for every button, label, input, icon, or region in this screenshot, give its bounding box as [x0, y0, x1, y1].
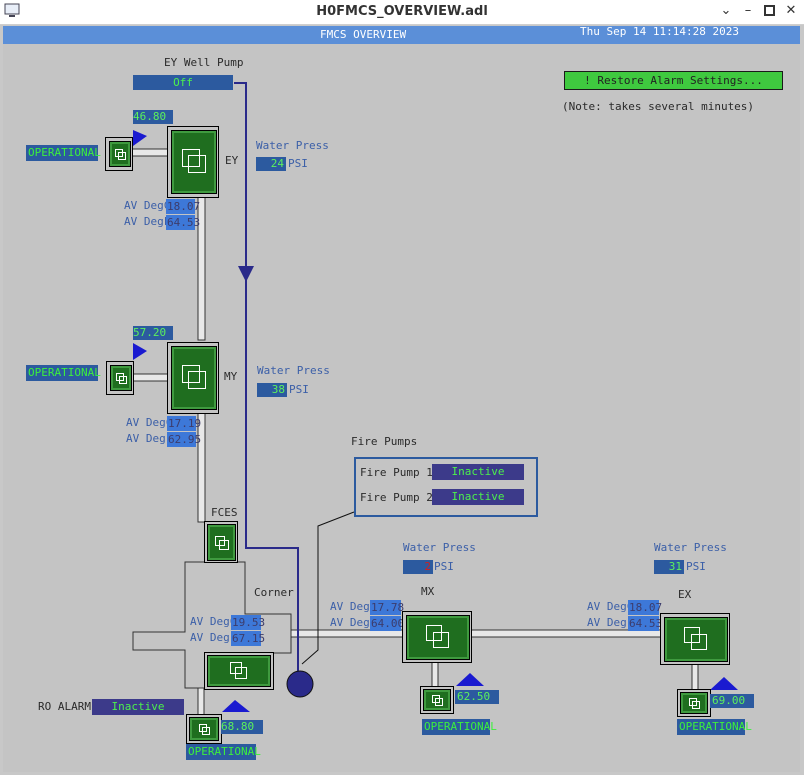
ey-label: EY [225, 154, 239, 167]
corner-degf: 67.15 [231, 631, 266, 646]
ex-water-press-label: Water Press [654, 541, 727, 554]
corner-degf-label: AV DegF [190, 631, 237, 644]
ey-main-unit[interactable] [171, 130, 217, 194]
mx-degf: 64.00 [370, 616, 405, 631]
mx-water-press-label: Water Press [403, 541, 476, 554]
ey-water-press-unit: PSI [288, 157, 308, 170]
window-title: H0FMCS_OVERVIEW.adl [316, 4, 488, 19]
mx-status: OPERATIONAL [422, 719, 497, 735]
ey-status: OPERATIONAL [26, 145, 101, 161]
corner-label: Corner [254, 586, 294, 599]
corner-main-unit[interactable] [207, 655, 271, 687]
my-main-unit[interactable] [171, 346, 217, 410]
minimize-icon[interactable]: – [744, 3, 752, 18]
my-degf: 62.95 [167, 432, 202, 447]
my-label: MY [224, 370, 238, 383]
fces-label: FCES [211, 506, 238, 519]
corner-degc: 19.53 [231, 615, 266, 630]
close-icon[interactable]: ✕ [785, 3, 797, 18]
ex-water-press-unit: PSI [686, 560, 706, 573]
mx-main-unit[interactable] [406, 615, 470, 660]
ey-water-press: 24 [256, 157, 286, 171]
mx-setpoint: 62.50 [455, 690, 499, 704]
corner-setpoint: 68.80 [221, 720, 263, 734]
mx-degf-label: AV DegF [330, 616, 377, 629]
ey-degf-label: AV DegF [124, 215, 171, 228]
ro-alarm-label: RO ALARM [38, 700, 91, 713]
banner-title: FMCS OVERVIEW [320, 28, 407, 41]
my-water-press-unit: PSI [289, 383, 309, 396]
mx-water-press-unit: PSI [434, 560, 454, 573]
banner-timestamp: Thu Sep 14 11:14:28 2023 [580, 25, 739, 38]
maximize-icon[interactable] [762, 3, 778, 19]
my-status: OPERATIONAL [26, 365, 101, 381]
ex-degf: 64.53 [628, 616, 663, 631]
ex-degf-label: AV DegF [587, 616, 634, 629]
ey-degf: 64.53 [166, 215, 201, 230]
ey-degc-label: AV DegC [124, 199, 171, 212]
fire-pump-1-label: Fire Pump 1 [360, 466, 433, 479]
header-banner [3, 26, 800, 44]
ex-small-unit-inner[interactable] [680, 692, 708, 714]
ey-well-pump-label: EY Well Pump [164, 56, 244, 69]
window-titlebar [0, 0, 804, 25]
ex-status: OPERATIONAL [677, 719, 752, 735]
fire-pump-2-label: Fire Pump 2 [360, 491, 433, 504]
restore-alarm-button[interactable]: ! Restore Alarm Settings... [564, 71, 783, 90]
ey-setpoint: 46.80 [133, 110, 173, 124]
fire-pump-1-status: Inactive [432, 464, 524, 480]
my-degc: 17.19 [167, 416, 202, 431]
ey-water-press-label: Water Press [256, 139, 329, 152]
ey-well-pump-status: Off [133, 75, 233, 90]
ro-alarm-status: Inactive [92, 699, 184, 715]
ex-main-unit[interactable] [664, 617, 728, 662]
mx-label: MX [421, 585, 435, 598]
fire-pumps-title: Fire Pumps [351, 435, 418, 448]
corner-small-unit-inner[interactable] [189, 717, 219, 741]
ex-degc: 18.07 [628, 600, 663, 615]
my-small-unit-inner[interactable] [110, 365, 132, 391]
mx-small-unit-inner[interactable] [423, 689, 451, 711]
mx-degc: 17.78 [370, 600, 405, 615]
mx-degc-label: AV DegC [330, 600, 377, 613]
my-water-press: 38 [257, 383, 287, 397]
corner-degc-label: AV DegC [190, 615, 237, 628]
corner-status: OPERATIONAL [186, 744, 261, 760]
my-setpoint: 57.20 [133, 326, 173, 340]
fire-pump-2-status: Inactive [432, 489, 524, 505]
fces-unit[interactable] [207, 524, 236, 561]
app-icon [4, 3, 20, 17]
restore-note: (Note: takes several minutes) [562, 100, 755, 113]
ey-small-unit-inner[interactable] [109, 141, 131, 167]
my-water-press-label: Water Press [257, 364, 330, 377]
my-degf-label: AV DegF [126, 432, 173, 445]
ex-degc-label: AV DegC [587, 600, 634, 613]
ex-water-press: 31 [654, 560, 684, 574]
mx-water-press: 2 [403, 560, 433, 574]
ey-degc: 18.07 [166, 199, 201, 214]
fire-pumps-panel [354, 457, 538, 517]
ex-label: EX [678, 588, 692, 601]
my-degc-label: AV DegC [126, 416, 173, 429]
chevron-down-icon[interactable]: ⌄ [720, 3, 732, 18]
ex-setpoint: 69.00 [710, 694, 754, 708]
